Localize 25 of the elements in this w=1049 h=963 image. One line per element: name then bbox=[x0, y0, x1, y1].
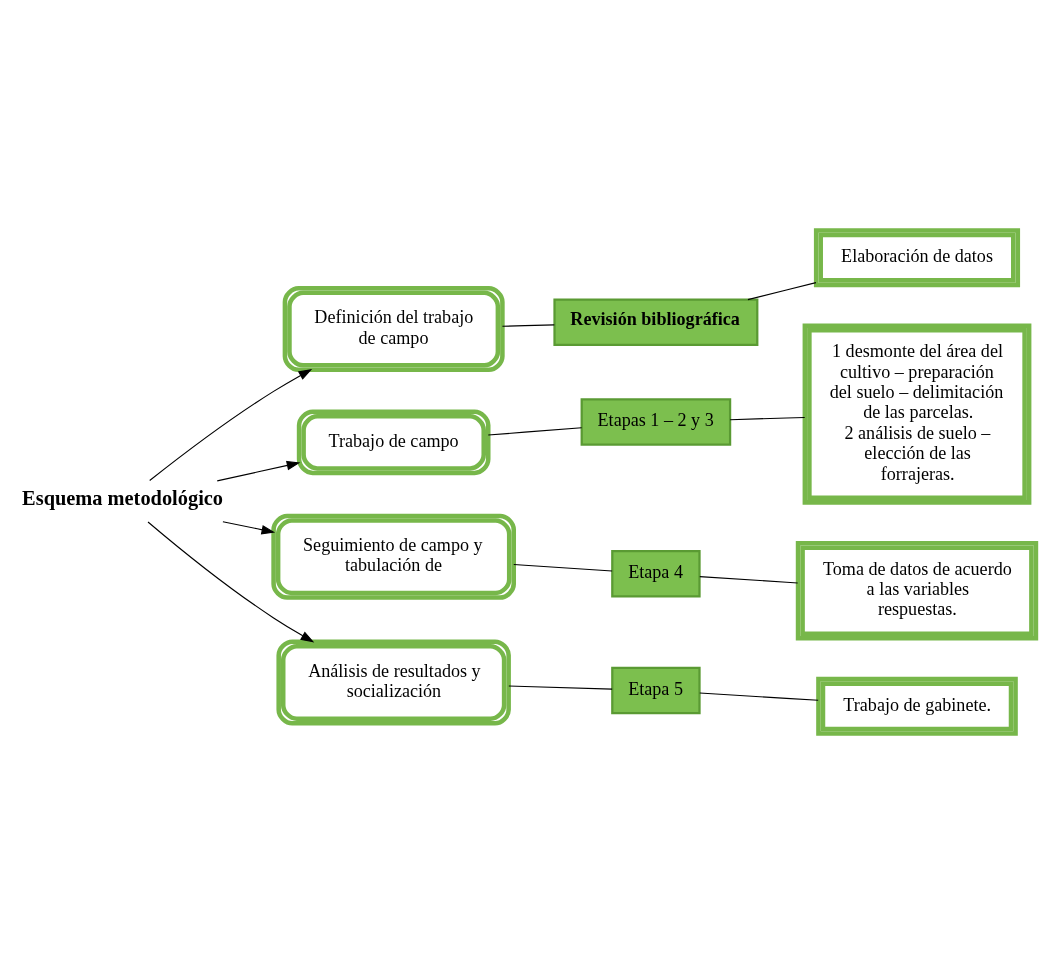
connector bbox=[508, 684, 613, 690]
node-box: Toma de datos de acuerdo a las variables respuestas. bbox=[795, 540, 1039, 641]
arrow bbox=[216, 460, 301, 481]
connector bbox=[747, 281, 817, 300]
node-text: Esquema metodológico bbox=[22, 486, 224, 509]
connector bbox=[699, 575, 799, 584]
node-box: Trabajo de gabinete. bbox=[816, 676, 1018, 736]
node-box: 1 desmonte del área del cultivo – preparación del suelo – delimitación de las parcelas. 2 análisis de suelo – elección de las forrajeras. bbox=[802, 322, 1032, 505]
node-box: Seguimiento de campo y tabulación de bbox=[271, 513, 516, 600]
node-box: Elaboración de datos bbox=[813, 227, 1021, 287]
connector bbox=[501, 323, 555, 327]
arrow bbox=[149, 368, 313, 481]
arrow bbox=[147, 520, 315, 642]
connector bbox=[487, 426, 583, 436]
node-box: Trabajo de campo bbox=[296, 409, 491, 475]
node-box: Análisis de resultados y socialización bbox=[276, 638, 511, 726]
node-box: Etapas 1 – 2 y 3 bbox=[580, 397, 732, 446]
node-box: Definición del trabajo de campo bbox=[282, 285, 505, 372]
connector bbox=[699, 691, 819, 701]
connector bbox=[729, 416, 806, 420]
arrow bbox=[222, 520, 276, 534]
connector bbox=[513, 563, 613, 572]
node-box: Revisión bibliográfica bbox=[553, 298, 759, 346]
node-box: Etapa 5 bbox=[611, 666, 701, 714]
node-box: Etapa 4 bbox=[611, 549, 701, 598]
